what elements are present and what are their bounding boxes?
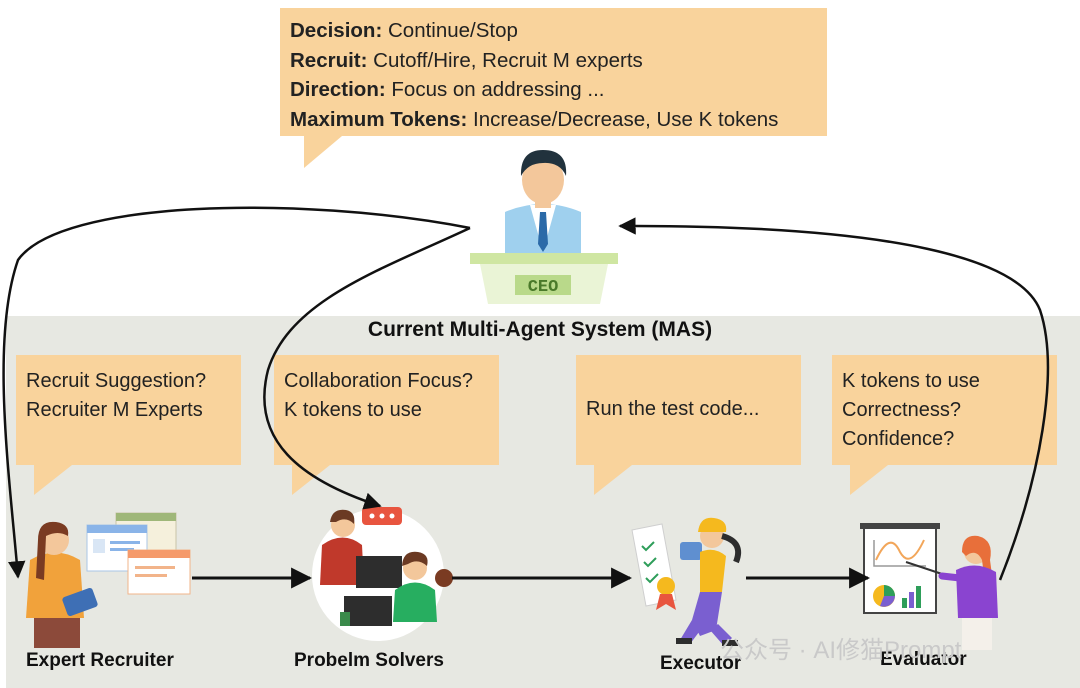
- arrow-evaluator-to-ceo: [618, 217, 1050, 581]
- bubble-tail: [34, 465, 72, 495]
- bubble-tail: [304, 136, 342, 168]
- bubble-line: Confidence?: [842, 428, 955, 450]
- bubble-tail: [850, 465, 888, 495]
- problem-solvers-icon: [312, 507, 453, 641]
- expert-recruiter-icon: [26, 512, 191, 648]
- bubble-line: Recruit Suggestion?: [26, 370, 207, 392]
- bubble-tail: [594, 465, 632, 495]
- ceo-badge-label: CEO: [528, 278, 559, 297]
- arrow-ceo-to-recruiter: [2, 206, 471, 579]
- problem-solvers-label: Probelm Solvers: [294, 650, 444, 671]
- solvers-bubble: Collaboration Focus? K tokens to use: [274, 355, 499, 495]
- executor-label: Executor: [660, 653, 742, 674]
- ceo-bubble-line: Maximum Tokens: Increase/Decrease, Use K…: [290, 107, 779, 131]
- executor-icon: [631, 517, 742, 646]
- bubble-line: Run the test code...: [586, 398, 760, 420]
- expert-recruiter-label: Expert Recruiter: [26, 650, 174, 671]
- ceo-icon: [470, 150, 618, 304]
- arrow-ceo-to-solvers: [263, 226, 471, 510]
- ceo-bubble-line: Recruit: Cutoff/Hire, Recruit M experts: [290, 48, 643, 72]
- ceo-instruction-bubble: Decision: Continue/Stop Recruit: Cutoff/…: [280, 8, 827, 168]
- evaluator-label: Evaluator: [880, 649, 967, 670]
- system-title: Current Multi-Agent System (MAS): [367, 318, 713, 341]
- bubble-line: Recruiter M Experts: [26, 399, 203, 421]
- bubble-line: Collaboration Focus?: [284, 370, 473, 392]
- recruiter-bubble: Recruit Suggestion? Recruiter M Experts: [16, 355, 241, 495]
- bubble-line: K tokens to use: [842, 370, 980, 392]
- watermark-text: 公众号 · AI修猫Prompt: [720, 637, 962, 664]
- bubble-line: Correctness?: [842, 399, 961, 421]
- evaluator-icon: [860, 523, 998, 650]
- bubble-line: K tokens to use: [284, 399, 422, 421]
- executor-bubble: Run the test code...: [576, 355, 801, 495]
- bubble-tail: [292, 465, 330, 495]
- ceo-bubble-line: Direction: Focus on addressing ...: [290, 78, 605, 101]
- evaluator-bubble: K tokens to use Correctness? Confidence?: [832, 355, 1057, 495]
- ceo-bubble-line: Decision: Continue/Stop: [290, 19, 518, 42]
